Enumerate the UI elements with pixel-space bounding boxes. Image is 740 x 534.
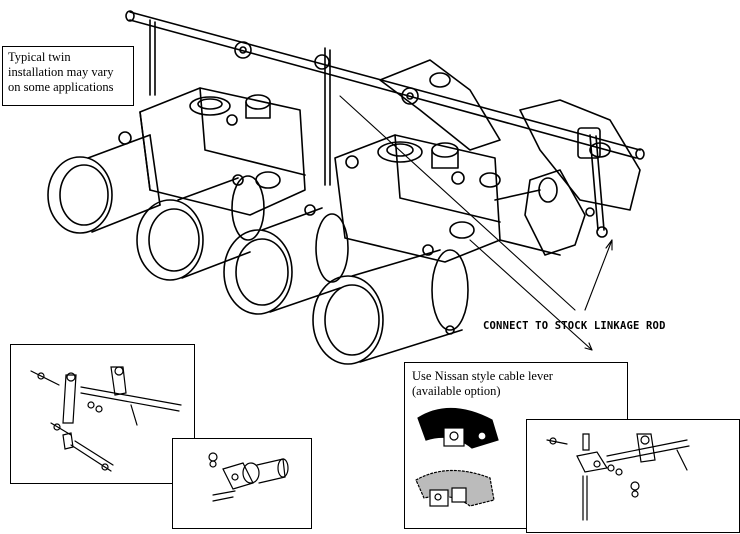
- lever-mount-drawing: [546, 433, 690, 521]
- manifold-flanges: [379, 59, 641, 256]
- connect-linkage-label: CONNECT TO STOCK LINKAGE ROD: [483, 320, 666, 332]
- left-carburetor-body: [118, 87, 306, 216]
- linkage-detail-inset: [10, 344, 195, 484]
- cable-lever-note: Use Nissan style cable lever (available …: [412, 369, 553, 398]
- lever-mount-inset: [526, 419, 740, 533]
- collar-detail-drawing: [208, 452, 289, 502]
- throttle-shaft: [125, 10, 645, 238]
- linkage-detail-drawing: [30, 366, 182, 472]
- callout-arrows: [339, 95, 613, 351]
- velocity-stacks: [47, 134, 469, 365]
- installation-note: Typical twin installation may vary on so…: [8, 50, 114, 94]
- collar-detail-inset: [172, 438, 312, 529]
- installation-note-box: [2, 46, 134, 106]
